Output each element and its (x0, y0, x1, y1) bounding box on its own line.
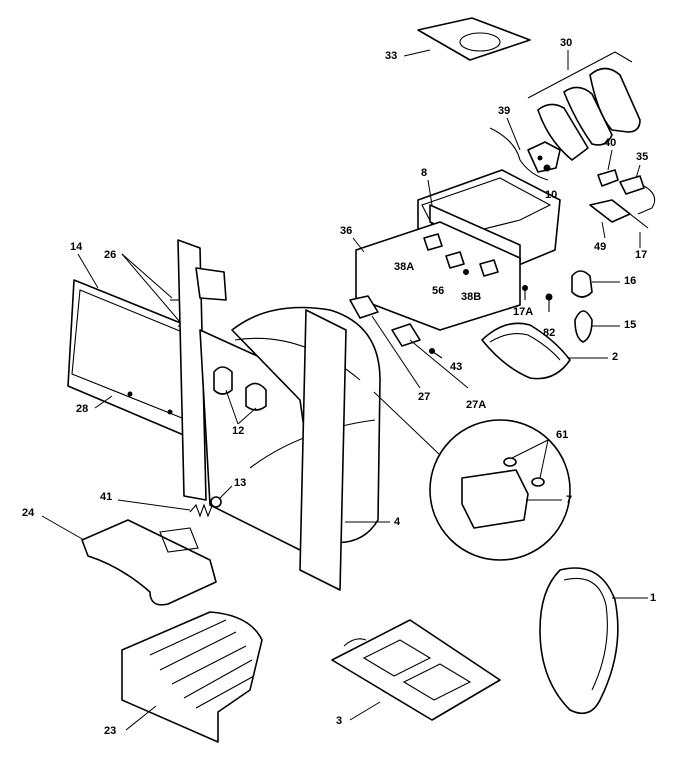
callout-17: 17 (635, 249, 648, 261)
part-12-clips (213, 366, 267, 425)
part-1-gasket (539, 567, 648, 715)
part-30-chute-housing (527, 50, 641, 161)
callout-33: 33 (385, 50, 398, 62)
callout-39: 39 (498, 105, 511, 117)
callout-61: 61 (556, 429, 569, 441)
callout-35: 35 (636, 151, 649, 163)
callout-1: 1 (650, 592, 657, 604)
callout-23: 23 (104, 725, 117, 737)
callout-12: 12 (232, 425, 245, 437)
callout-82: 82 (543, 327, 556, 339)
callout-27: 27 (418, 391, 431, 403)
part-4-bucket-housing (177, 239, 390, 591)
part-40-35-connector (597, 149, 656, 215)
callout-49: 49 (594, 241, 607, 253)
callout-28: 28 (76, 403, 89, 415)
part-41-13-spring (117, 485, 233, 518)
callout-26: 26 (104, 249, 117, 261)
callout-7: 7 (566, 494, 573, 506)
part-49-bracket (589, 199, 649, 248)
callout-30: 30 (560, 37, 573, 49)
part-2-wire-harness (481, 322, 608, 380)
callout-3: 3 (336, 715, 343, 727)
callout-41: 41 (100, 491, 113, 503)
part-33-cover-plate (403, 17, 531, 61)
part-24-drip-tray (41, 515, 217, 606)
part-16-15-lamp (571, 270, 620, 343)
callout-14: 14 (70, 241, 83, 253)
callout-10: 10 (545, 189, 558, 201)
callout-2: 2 (612, 351, 619, 363)
callout-15: 15 (624, 319, 637, 331)
callout-36: 36 (340, 225, 353, 237)
callout-8: 8 (421, 167, 428, 179)
detail-circle-switch (373, 391, 571, 561)
part-27-27a-brackets (349, 295, 469, 389)
callout-4: 4 (394, 516, 401, 528)
callout-38b: 38B (461, 291, 482, 303)
callout-16: 16 (624, 275, 637, 287)
callout-40: 40 (604, 137, 617, 149)
part-23-grille (121, 611, 263, 743)
callout-24: 24 (22, 507, 35, 519)
callout-17a: 17A (513, 306, 534, 318)
part-17a-82-screws (522, 285, 553, 312)
callout-43: 43 (450, 361, 463, 373)
part-39-wire-bracket (489, 117, 561, 181)
callout-13: 13 (234, 477, 247, 489)
callout-38a: 38A (394, 261, 415, 273)
callout-27a: 27A (466, 399, 487, 411)
callout-56: 56 (432, 285, 445, 297)
part-3-heater-pad (331, 619, 501, 721)
